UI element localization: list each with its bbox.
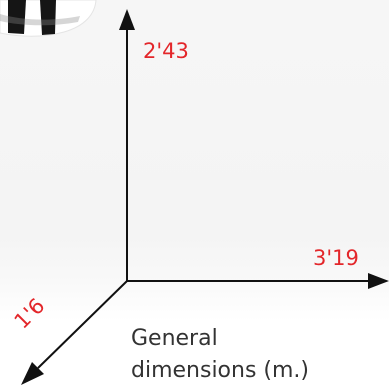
height-label: 2'43: [143, 39, 189, 63]
caption-line-2: dimensions (m.): [131, 358, 310, 383]
depth-axis: [37, 280, 128, 369]
depth-arrowhead: [21, 362, 44, 385]
height-arrowhead: [119, 9, 135, 30]
width-label: 3'19: [313, 246, 359, 270]
depth-label: 1'6: [10, 294, 50, 334]
caption-line-1: General: [131, 326, 218, 351]
width-arrowhead: [368, 273, 389, 289]
product-image: [0, 0, 97, 37]
